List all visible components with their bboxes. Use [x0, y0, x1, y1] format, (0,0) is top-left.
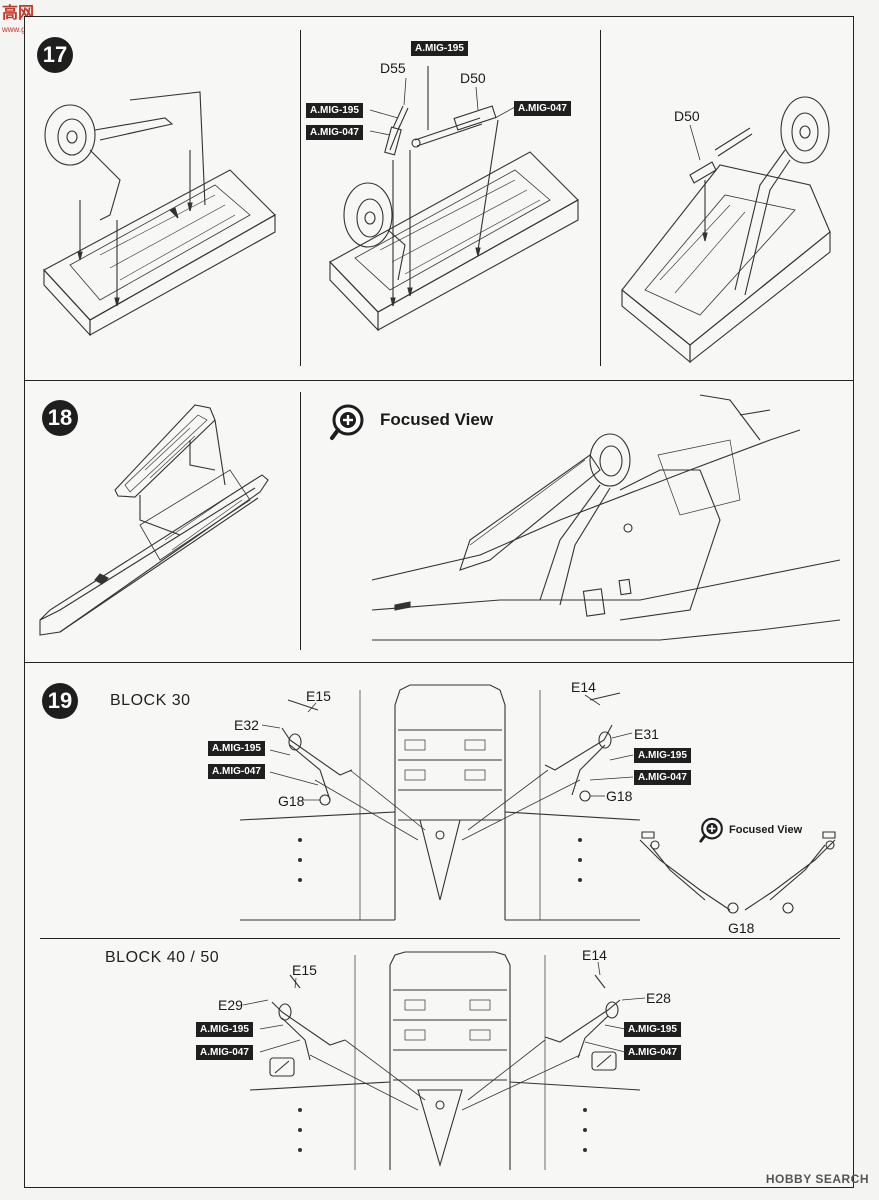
- leader-lines: [242, 77, 701, 1053]
- part-label-e31: E31: [634, 726, 659, 742]
- block-30-label: BLOCK 30: [110, 692, 191, 709]
- divider-19-blocks: [40, 938, 840, 939]
- step-18-badge: 18: [42, 400, 78, 436]
- paint-tag-mig047: A.MIG-047: [634, 770, 691, 785]
- block-40-50-label: BLOCK 40 / 50: [105, 949, 220, 966]
- divider-17-a: [300, 30, 301, 366]
- paint-tag-mig047: A.MIG-047: [196, 1045, 253, 1060]
- part-label-d50: D50: [460, 70, 486, 86]
- divider-18-a: [300, 392, 301, 650]
- instruction-sheet-frame: [24, 16, 854, 1188]
- part-label-e15: E15: [306, 688, 331, 704]
- part-label-d55: D55: [380, 60, 406, 76]
- zoom-in-icon: [330, 404, 364, 440]
- paint-tag-mig195: A.MIG-195: [634, 748, 691, 763]
- step19-block4050-art: [249, 951, 641, 1170]
- watermark-bottom: HOBBY SEARCH: [765, 1172, 869, 1186]
- part-label-e15: E15: [292, 962, 317, 978]
- divider-18-19: [24, 662, 854, 663]
- paint-tag-mig195: A.MIG-195: [208, 741, 265, 756]
- part-label-g18: G18: [728, 920, 755, 936]
- step19-block30-art: [239, 684, 836, 921]
- focused-view-label: Focused View: [380, 410, 494, 429]
- step-17-badge: 17: [37, 37, 73, 73]
- step18-gear-door-assembly: [39, 404, 269, 636]
- part-label-e32: E32: [234, 717, 259, 733]
- part-label-e29: E29: [218, 997, 243, 1013]
- divider-17-18: [24, 380, 854, 381]
- part-label-g18: G18: [278, 793, 305, 809]
- part-label-g18: G18: [606, 788, 633, 804]
- paint-tag-mig047: A.MIG-047: [306, 125, 363, 140]
- part-label-d50: D50: [674, 108, 700, 124]
- paint-tag-mig195: A.MIG-195: [411, 41, 468, 56]
- focused-view-label: Focused View: [729, 824, 803, 836]
- part-label-e14: E14: [582, 947, 607, 963]
- part-label-e28: E28: [646, 990, 671, 1006]
- paint-tag-mig047: A.MIG-047: [208, 764, 265, 779]
- step17-wheel-well-3: [621, 96, 831, 364]
- part-label-e14: E14: [571, 679, 596, 695]
- paint-tag-mig047: A.MIG-047: [514, 101, 571, 116]
- paint-tag-mig195: A.MIG-195: [624, 1022, 681, 1037]
- zoom-in-icon: [699, 817, 723, 843]
- step-19-badge: 19: [42, 683, 78, 719]
- paint-tag-mig195: A.MIG-195: [196, 1022, 253, 1037]
- divider-17-b: [600, 30, 601, 366]
- step17-wheel-well-1: [43, 91, 276, 337]
- paint-tag-mig047: A.MIG-047: [624, 1045, 681, 1060]
- step18-focused-view-art: [371, 394, 841, 641]
- paint-tag-mig195: A.MIG-195: [306, 103, 363, 118]
- step17-wheel-well-2: [329, 66, 579, 332]
